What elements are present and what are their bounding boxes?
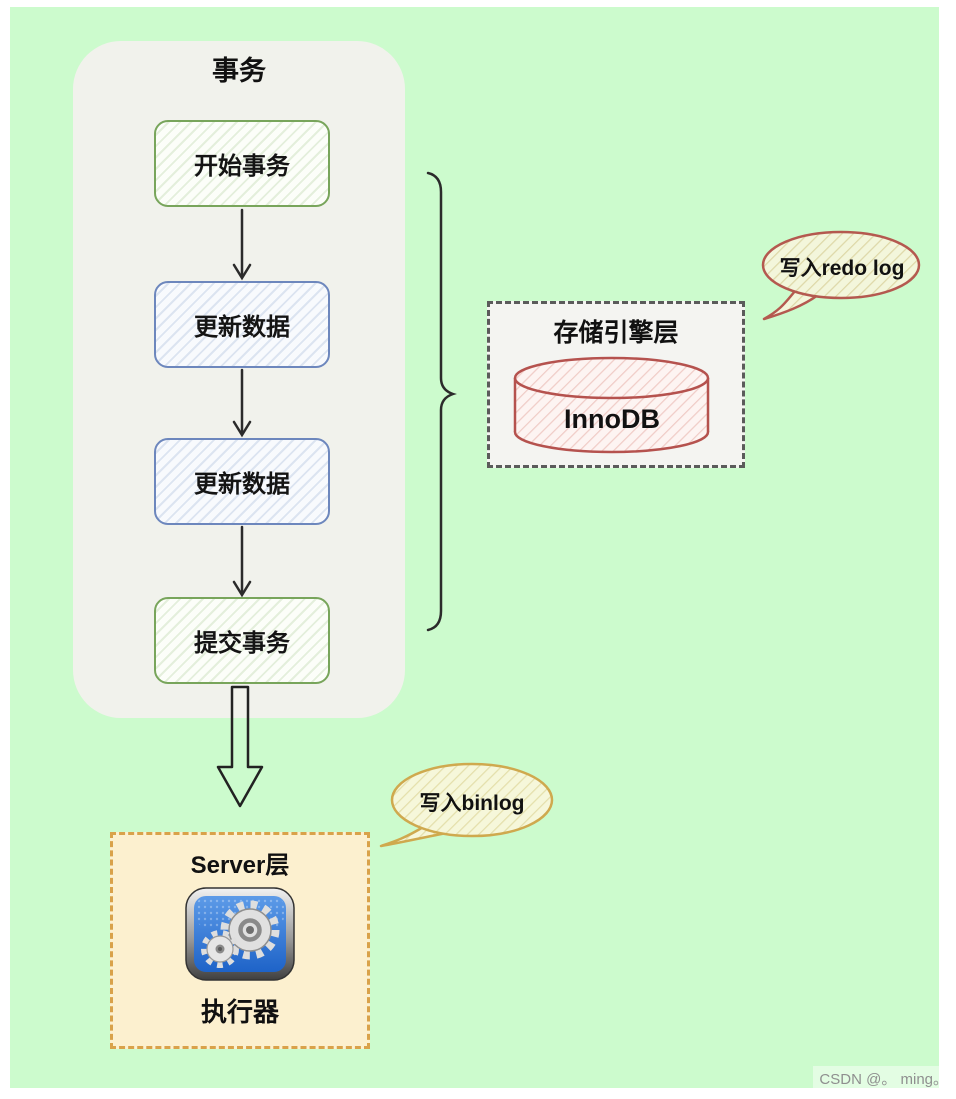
server-layer-box: Server层	[110, 832, 370, 1049]
flow-box-commit-transaction: 提交事务	[154, 597, 330, 684]
csdn-watermark: CSDN @。 ming。	[813, 1066, 954, 1091]
flow-box-label: 提交事务	[194, 630, 290, 657]
redo-log-callout-text: 写入redo log	[779, 257, 905, 280]
binlog-callout-text: 写入binlog	[419, 792, 525, 815]
storage-engine-layer-title: 存储引擎层	[553, 319, 679, 347]
flow-box-label: 开始事务	[194, 153, 290, 180]
executor-label: 执行器	[200, 997, 279, 1027]
flow-box-label: 更新数据	[194, 471, 290, 498]
flow-box-update-data-1: 更新数据	[154, 281, 330, 368]
flow-box-label: 更新数据	[194, 314, 290, 341]
transaction-group-title: 事务	[212, 56, 266, 86]
server-layer-title: Server层	[190, 852, 290, 879]
flow-box-update-data-2: 更新数据	[154, 438, 330, 525]
innodb-label: InnoDB	[564, 404, 660, 434]
flow-box-begin-transaction: 开始事务	[154, 120, 330, 207]
storage-engine-layer-box: 存储引擎层	[487, 301, 745, 468]
settings-gears-icon	[185, 887, 295, 981]
